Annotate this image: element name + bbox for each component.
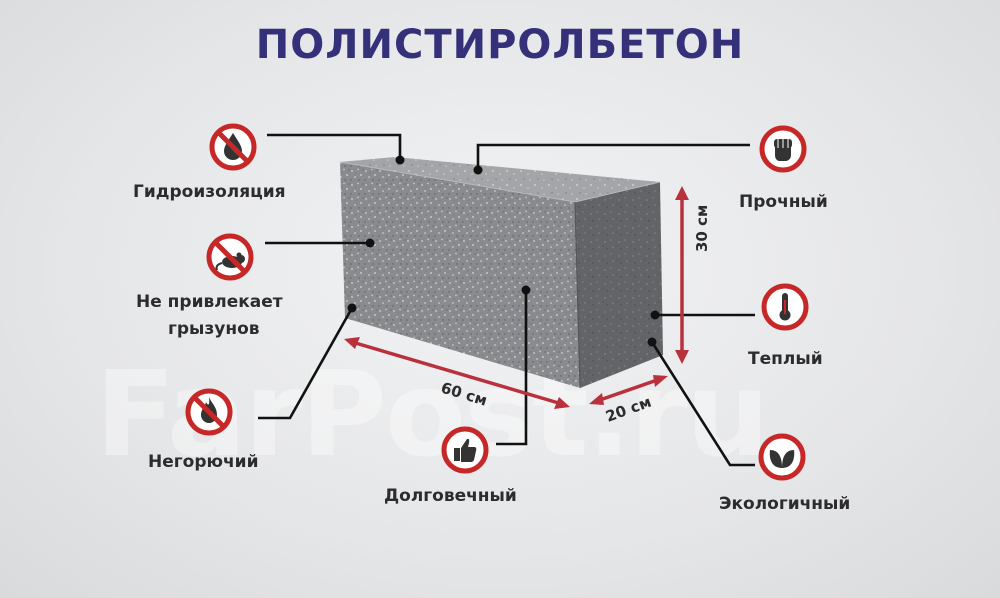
leader-eco	[650, 341, 755, 467]
no-rodent-icon	[206, 233, 254, 281]
block-top-face	[340, 157, 660, 202]
page-title: ПОЛИСТИРОЛБЕТОН	[255, 22, 745, 68]
thumbs-up-icon	[441, 426, 489, 474]
leader-strong	[476, 143, 750, 170]
fist-icon	[759, 125, 807, 173]
arrow-length	[351, 340, 563, 406]
no-water-drop-icon	[209, 123, 257, 171]
leader-waterproof	[267, 133, 402, 160]
block-front-face	[340, 162, 580, 388]
leader-fireproof	[258, 307, 354, 420]
thermometer-icon	[761, 283, 809, 331]
label-fireproof: Негорючий	[148, 452, 259, 472]
label-rodents-line1: Не привлекает	[136, 292, 283, 312]
block-side-face	[575, 182, 663, 388]
label-warm: Теплый	[748, 349, 823, 369]
no-fire-icon	[185, 388, 233, 436]
dim-length-label: 60 см	[439, 379, 489, 410]
dimension-arrows	[344, 186, 689, 409]
label-waterproof: Гидроизоляция	[133, 182, 286, 202]
dim-height-label: 30 см	[693, 205, 711, 252]
label-rodents-line2: грызунов	[168, 319, 260, 339]
label-durable: Долговечный	[384, 486, 517, 506]
label-eco: Экологичный	[719, 494, 851, 514]
leader-lines	[258, 133, 755, 467]
arrow-width	[596, 377, 661, 403]
label-strong: Прочный	[739, 192, 828, 212]
leader-dots	[347, 155, 660, 347]
leader-durable	[496, 290, 528, 446]
leaves-icon	[758, 433, 806, 481]
